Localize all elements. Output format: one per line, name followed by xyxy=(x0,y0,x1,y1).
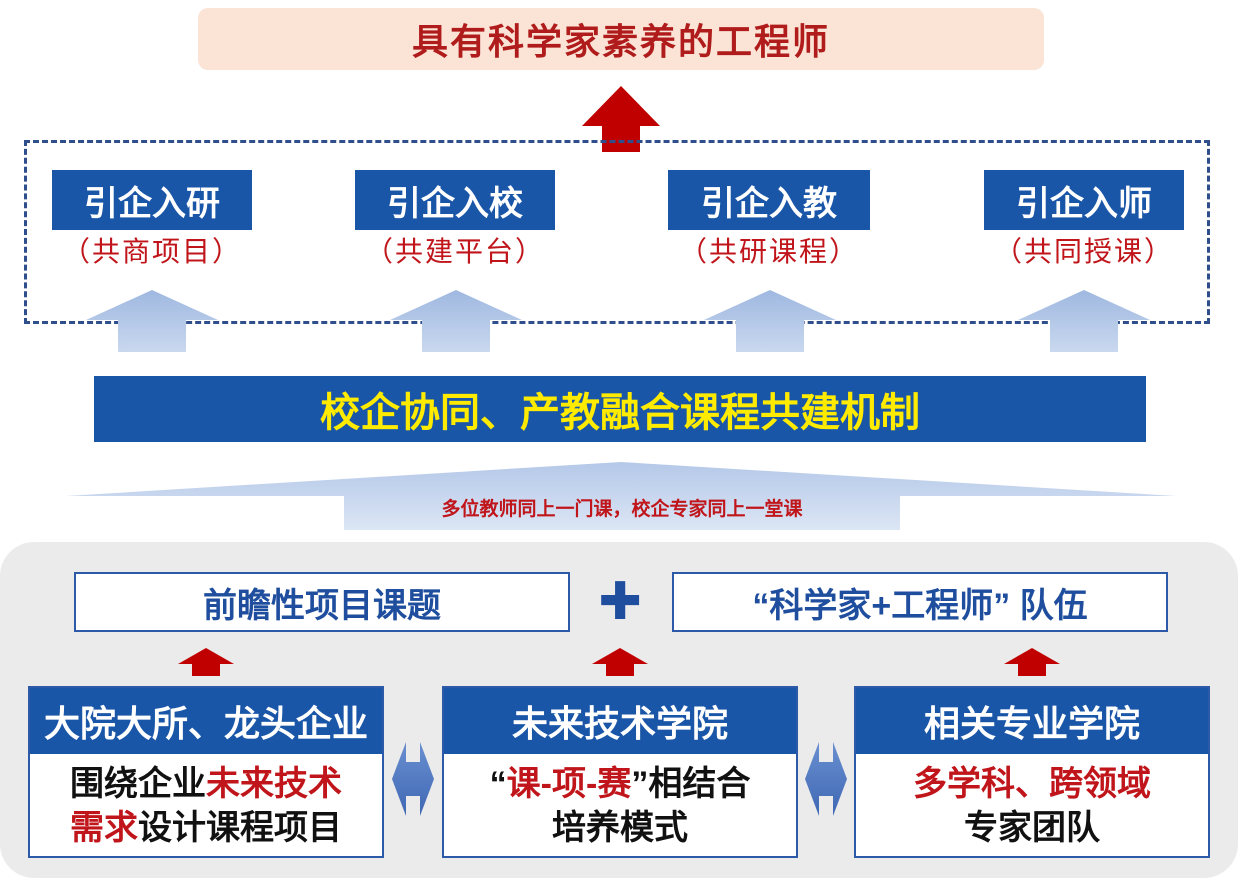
mode-teacher-title: 引企入师 xyxy=(984,170,1184,230)
institution-left-up-arrow xyxy=(178,648,234,676)
institution-enterprise-line2: 需求设计课程项目 xyxy=(70,806,342,850)
mode-research-subtitle: （共商项目） xyxy=(61,235,242,268)
mode-school-title: 引企入校 xyxy=(355,170,555,230)
mode-teacher: 引企入师 （共同授课） xyxy=(984,170,1184,270)
text-segment: ”相结合 xyxy=(631,765,751,803)
mode-teacher-up-arrow xyxy=(1018,290,1150,352)
plus-icon: ✚ xyxy=(598,573,642,631)
institution-enterprise-line1: 围绕企业未来技术 xyxy=(70,762,342,806)
teaching-wide-arrow xyxy=(66,462,1176,530)
mode-teaching-up-arrow xyxy=(704,290,836,352)
text-segment: 围绕企业 xyxy=(70,765,206,803)
mechanism-banner: 校企协同、产教融合课程共建机制 xyxy=(94,376,1146,442)
institution-enterprise-body: 围绕企业未来技术 需求设计课程项目 xyxy=(30,754,382,858)
institution-majors-body: 多学科、跨领域 专家团队 xyxy=(856,754,1208,858)
institution-center-up-arrow xyxy=(592,648,648,676)
text-segment: “ xyxy=(489,765,507,803)
text-segment-emphasis: 需求 xyxy=(70,809,138,847)
teaching-note: 多位教师同上一门课，校企专家同上一堂课 xyxy=(441,497,803,520)
institution-future-tech-line1: “课-项-赛”相结合 xyxy=(490,762,751,806)
mode-teaching: 引企入教 （共研课程） xyxy=(668,170,870,270)
text-segment-emphasis: 课-项-赛 xyxy=(506,765,632,803)
double-arrow-right-icon xyxy=(805,742,847,816)
mode-teaching-title: 引企入教 xyxy=(668,170,870,230)
institution-majors-title: 相关专业学院 xyxy=(856,688,1208,754)
mode-research-up-arrow xyxy=(86,290,218,352)
institution-future-tech-body: “课-项-赛”相结合 培养模式 xyxy=(444,754,796,858)
goal-up-arrow xyxy=(582,86,660,152)
mode-teaching-subtitle: （共研课程） xyxy=(678,235,859,268)
mode-research: 引企入研 （共商项目） xyxy=(52,170,252,270)
pillar-team: “科学家+工程师” 队伍 xyxy=(672,572,1168,632)
cooperation-modes-frame xyxy=(24,140,1210,324)
institution-right-up-arrow xyxy=(1004,648,1060,676)
institution-enterprise-title: 大院大所、龙头企业 xyxy=(30,688,382,754)
goal-banner: 具有科学家素养的工程师 xyxy=(198,8,1044,70)
text-segment: 培养模式 xyxy=(552,809,688,847)
institution-majors: 相关专业学院 多学科、跨领域 专家团队 xyxy=(854,686,1210,858)
institution-enterprise: 大院大所、龙头企业 围绕企业未来技术 需求设计课程项目 xyxy=(28,686,384,858)
institution-majors-line1: 多学科、跨领域 xyxy=(913,762,1151,806)
institution-future-tech: 未来技术学院 “课-项-赛”相结合 培养模式 xyxy=(442,686,798,858)
institution-future-tech-title: 未来技术学院 xyxy=(444,688,796,754)
mode-school-up-arrow xyxy=(390,290,522,352)
mode-research-title: 引企入研 xyxy=(52,170,252,230)
text-segment: 设计课程项目 xyxy=(138,809,342,847)
mode-teacher-subtitle: （共同授课） xyxy=(993,235,1174,268)
pillar-projects: 前瞻性项目课题 xyxy=(74,572,570,632)
text-segment-emphasis: 未来技术 xyxy=(206,765,342,803)
text-segment: 专家团队 xyxy=(964,809,1100,847)
institution-majors-line2: 专家团队 xyxy=(964,806,1100,850)
text-segment-emphasis: 多学科、跨领域 xyxy=(913,765,1151,803)
double-arrow-left-icon xyxy=(392,742,434,816)
mode-school: 引企入校 （共建平台） xyxy=(355,170,555,270)
institution-future-tech-line2: 培养模式 xyxy=(552,806,688,850)
mode-school-subtitle: （共建平台） xyxy=(364,235,545,268)
